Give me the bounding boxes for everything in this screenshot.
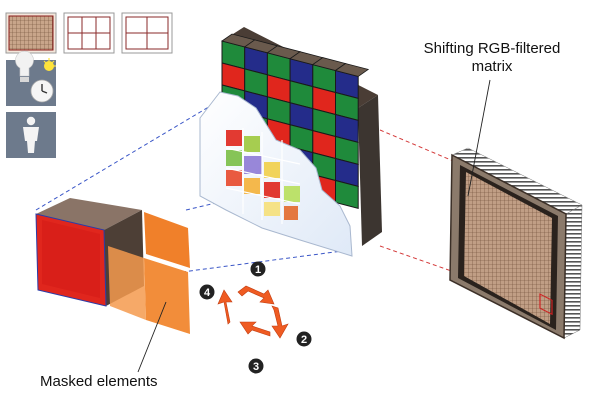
step-1-badge: 1 xyxy=(250,261,266,277)
magnified-pixel xyxy=(35,198,190,334)
fine-grid-icon xyxy=(5,12,57,54)
lighting-icon xyxy=(6,50,56,106)
filter-cell-top xyxy=(334,63,370,77)
coarse-grid-icon xyxy=(121,12,173,54)
filter-cell xyxy=(335,179,359,210)
sensor-chip xyxy=(449,147,583,340)
matrix-label: Shifting RGB-filtered matrix xyxy=(423,40,561,75)
svg-text:1: 1 xyxy=(255,264,261,276)
masked-callout-line xyxy=(137,301,167,373)
step-2-badge: 2 xyxy=(296,331,312,347)
step-4-badge: 4 xyxy=(199,284,215,300)
person-icon xyxy=(6,112,56,158)
svg-text:2: 2 xyxy=(301,334,307,346)
step-3-badge: 3 xyxy=(248,358,264,374)
medium-grid-icon xyxy=(63,12,115,54)
svg-text:4: 4 xyxy=(204,287,211,299)
matrix-callout-line xyxy=(467,79,491,197)
rgb-filter-matrix xyxy=(199,27,382,257)
masked-elements-label: Masked elements xyxy=(40,373,158,390)
svg-text:3: 3 xyxy=(253,361,259,373)
shift-cycle: 1 2 3 4 xyxy=(199,261,312,374)
